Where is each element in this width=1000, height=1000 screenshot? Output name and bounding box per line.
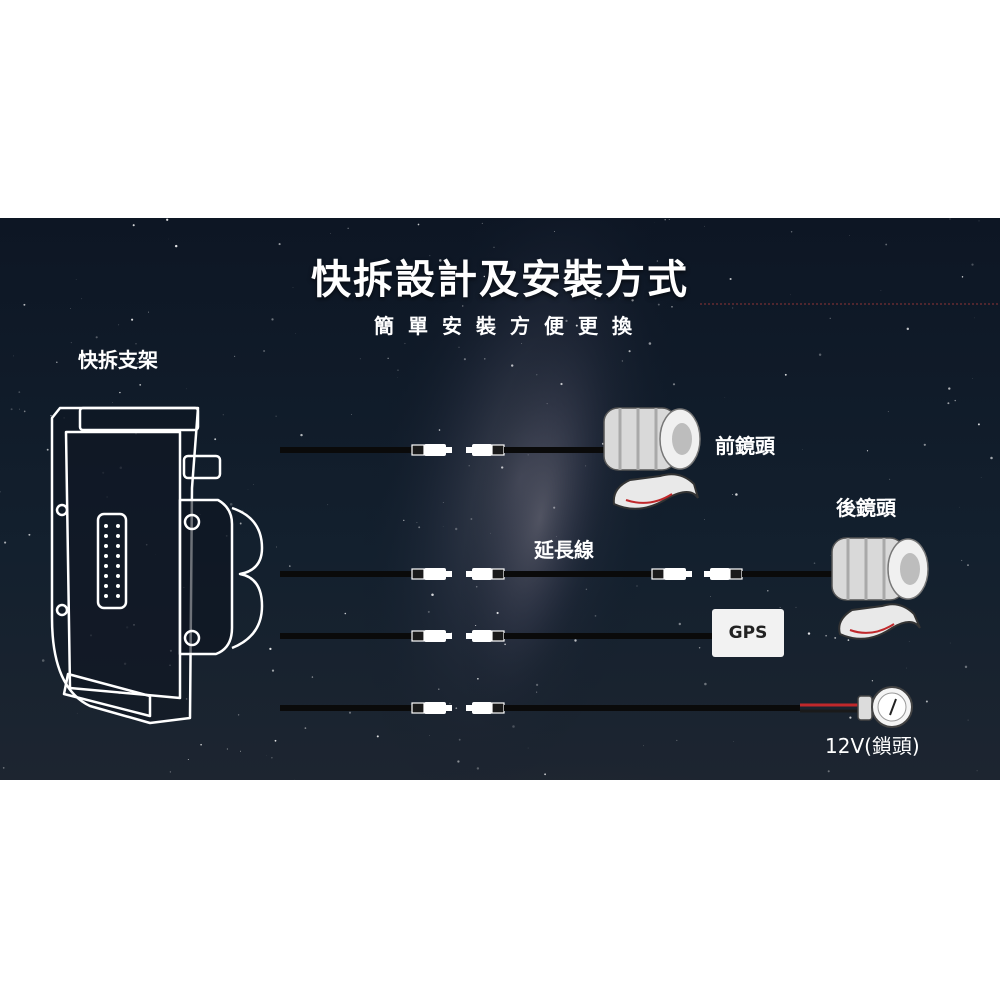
cable-gps: [280, 629, 712, 643]
lock-head-icon: [857, 686, 913, 728]
rear-camera-icon: [831, 537, 929, 640]
mount-label: 快拆支架: [78, 348, 158, 372]
extension-cable-label: 延長線: [534, 538, 594, 562]
page-title: 快拆設計及安裝方式: [311, 257, 689, 303]
cable-power: [280, 701, 860, 715]
power-label: 12V(鎖頭): [825, 734, 920, 758]
gps-module: GPS: [712, 609, 784, 657]
front-camera-icon: [603, 407, 701, 510]
cable-front-camera: [280, 443, 612, 457]
cable-rear-camera: [280, 567, 842, 581]
quick-release-mount-icon: [50, 406, 264, 725]
page-subtitle: 簡單安裝方便更換: [374, 314, 646, 338]
installation-diagram: 快拆設計及安裝方式 簡單安裝方便更換 快拆支架 前鏡頭 後鏡頭 延長線 GPS …: [0, 218, 1000, 780]
front-camera-label: 前鏡頭: [715, 434, 775, 458]
wiring-diagram: [50, 406, 929, 728]
rear-camera-label: 後鏡頭: [836, 496, 896, 520]
